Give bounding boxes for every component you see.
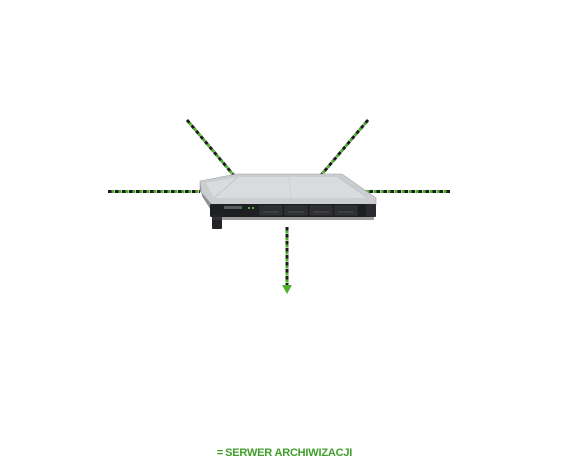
- arrow-down-icon: [282, 285, 292, 294]
- connection-lines: [108, 119, 450, 193]
- drive-bays: [259, 205, 358, 216]
- rackmount-nas-server-icon: [199, 173, 377, 229]
- caption-text: SERWER ARCHIWIZACJI: [225, 447, 353, 459]
- legend-caption: =SERWER ARCHIWIZACJI: [0, 447, 569, 459]
- connection-upper-right: [314, 119, 370, 182]
- connection-upper-left: [185, 119, 238, 179]
- caption-symbol: =: [216, 447, 224, 459]
